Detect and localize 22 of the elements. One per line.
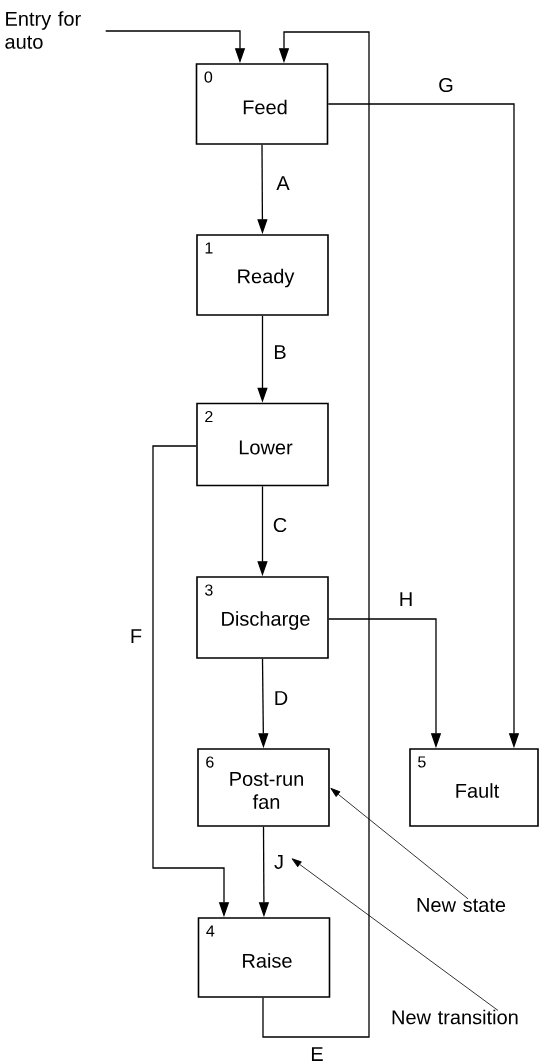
state-box: 0 Feed: [195, 63, 329, 145]
leader-line: [291, 858, 499, 1011]
state-box: 4 Raise: [197, 917, 331, 998]
edge-label: F: [128, 627, 144, 645]
edge-label: B: [271, 343, 289, 361]
leader-line: [330, 787, 469, 900]
edge-label: C: [271, 516, 289, 534]
callout-text: New state: [417, 898, 506, 912]
edge-label: H: [397, 590, 415, 608]
edge-label: G: [436, 76, 456, 94]
edge-label: E: [308, 1045, 326, 1063]
state-box: 3 Discharge: [196, 576, 329, 659]
entry-label: Entry for auto: [5, 11, 81, 49]
state-box: 2 Lower: [196, 402, 329, 487]
state-box: 1 Ready: [196, 234, 329, 316]
edge-label: D: [272, 689, 290, 707]
arrow: [262, 31, 370, 1038]
state-box: 6 Post-run fan: [197, 748, 330, 827]
edge-label: J: [272, 853, 286, 871]
callout-text: New transition: [392, 1009, 518, 1025]
state-box: 5 Fault: [409, 748, 539, 827]
edge-label: A: [274, 174, 292, 192]
